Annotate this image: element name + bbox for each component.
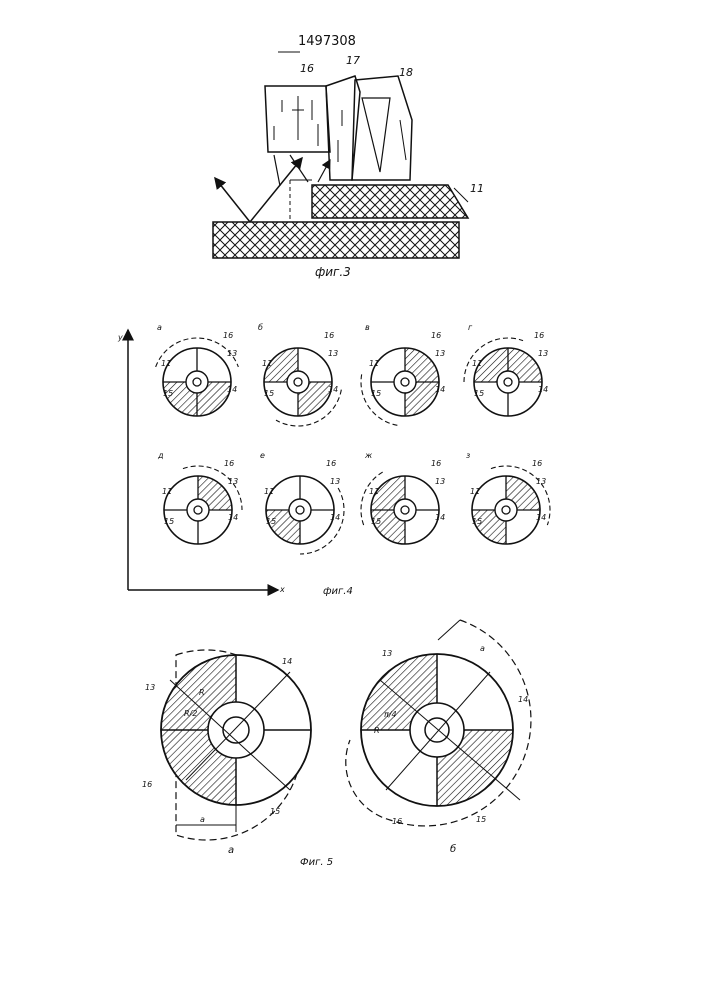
fig5b-dim-a: a <box>480 644 485 653</box>
fig4-panel-3: в 11 13 14 15 16 <box>361 323 445 425</box>
fig3-label-16: 16 <box>300 62 314 75</box>
fig4-label-16: 16 <box>534 331 544 340</box>
fig4-label-15: 15 <box>472 517 482 526</box>
fig4-label-16: 16 <box>431 331 441 340</box>
fig3-cutter-18 <box>352 76 412 180</box>
fig4-label-16: 16 <box>324 331 334 340</box>
fig4-panels: а 11 13 14 15 16 б 11 13 14 15 16 в 11 13 14 15 16 г 11 13 14… <box>156 323 550 554</box>
fig4-label-11: 11 <box>161 359 171 368</box>
fig3-label-17: 17 <box>346 54 360 67</box>
fig4-label-14: 14 <box>227 385 237 394</box>
fig4-label-16: 16 <box>532 459 542 468</box>
fig4-panel-5: д 11 13 14 15 16 <box>157 451 242 544</box>
fig4-panel-letter: д <box>157 451 164 460</box>
fig5b-label-13: 13 <box>382 649 392 658</box>
fig5a-label-16: 16 <box>142 780 152 789</box>
fig4-label-13: 13 <box>538 349 548 358</box>
fig4-label-11: 11 <box>369 487 379 496</box>
fig4-drawing: y x фиг.4 а 11 13 14 15 16 б 11 13 14 15 16 в 11 13 14 1… <box>117 323 550 597</box>
fig4-label-11: 11 <box>472 359 482 368</box>
fig4-panel-4: г 11 13 14 15 16 <box>464 323 548 416</box>
fig4-label-14: 14 <box>435 513 445 522</box>
fig4-label-11: 11 <box>262 359 272 368</box>
fig4-label-15: 15 <box>266 517 276 526</box>
fig4-label-15: 15 <box>164 517 174 526</box>
fig5b-label-14: 14 <box>518 695 528 704</box>
fig4-panel-8: з 11 13 14 15 16 <box>466 451 550 544</box>
fig4-label-13: 13 <box>435 477 445 486</box>
fig4-label-13: 13 <box>435 349 445 358</box>
fig4-label-15: 15 <box>474 389 484 398</box>
fig4-label-14: 14 <box>435 385 445 394</box>
fig5-right-disc: 13 14 15 16 a π/4 R б <box>346 620 531 855</box>
fig4-label-11: 11 <box>264 487 274 496</box>
fig4-label-13: 13 <box>328 349 338 358</box>
fig5b-r: R <box>374 726 380 735</box>
fig3-base-plate <box>213 222 459 258</box>
fig4-x-label: x <box>279 585 285 594</box>
fig4-panel-letter: з <box>466 451 470 460</box>
fig5-left-disc: 13 14 15 16 a R R/2 а <box>142 650 311 856</box>
fig4-label-15: 15 <box>371 517 381 526</box>
fig5a-label-14: 14 <box>282 657 292 666</box>
fig4-label-13: 13 <box>228 477 238 486</box>
fig4-label-13: 13 <box>227 349 237 358</box>
fig4-label-16: 16 <box>431 459 441 468</box>
fig4-label-11: 11 <box>369 359 379 368</box>
fig5a-label-15: 15 <box>270 807 280 816</box>
fig4-label-16: 16 <box>224 459 234 468</box>
fig4-caption: фиг.4 <box>323 586 353 597</box>
fig3-label-18: 18 <box>399 66 413 79</box>
fig5b-label-16: 16 <box>392 817 402 826</box>
fig5a-r-half: R/2 <box>184 709 197 718</box>
fig5a-label-13: 13 <box>145 683 155 692</box>
fig5a-letter: а <box>228 845 234 856</box>
fig3-drawing: 16 17 18 11 фиг.3 <box>213 52 484 279</box>
fig4-label-15: 15 <box>163 389 173 398</box>
fig3-workpiece <box>312 185 468 218</box>
fig4-panel-letter: ж <box>364 451 373 460</box>
fig4-label-16: 16 <box>326 459 336 468</box>
fig4-panel-letter: в <box>365 323 370 332</box>
fig4-panel-letter: б <box>258 323 263 332</box>
fig3-label-11: 11 <box>470 182 484 195</box>
fig4-label-13: 13 <box>536 477 546 486</box>
fig4-panel-letter: а <box>157 323 162 332</box>
fig4-label-13: 13 <box>330 477 340 486</box>
fig4-label-15: 15 <box>264 389 274 398</box>
fig4-label-14: 14 <box>330 513 340 522</box>
fig4-label-14: 14 <box>328 385 338 394</box>
fig5a-r: R <box>199 688 205 697</box>
fig4-label-15: 15 <box>371 389 381 398</box>
fig4-label-11: 11 <box>162 487 172 496</box>
fig4-label-14: 14 <box>538 385 548 394</box>
fig4-panel-letter: е <box>260 451 265 460</box>
fig4-panel-2: б 11 13 14 15 16 <box>258 323 341 426</box>
fig5b-label-15: 15 <box>476 815 486 824</box>
fig4-label-16: 16 <box>223 331 233 340</box>
fig3-caption: фиг.3 <box>315 265 351 279</box>
fig5b-pi4: π/4 <box>384 710 397 719</box>
fig4-panel-letter: г <box>468 323 473 332</box>
fig5-caption: Фиг. 5 <box>300 857 333 868</box>
fig4-panel-1: а 11 13 14 15 16 <box>156 323 239 416</box>
fig4-label-14: 14 <box>536 513 546 522</box>
fig5b-letter: б <box>450 843 456 855</box>
fig4-panel-7: ж 11 13 14 15 16 <box>361 451 445 544</box>
fig4-y-label: y <box>117 333 123 342</box>
fig5a-dim-a: a <box>200 815 205 824</box>
fig4-label-14: 14 <box>228 513 238 522</box>
fig4-label-11: 11 <box>470 487 480 496</box>
fig4-panel-6: е 11 13 14 15 16 <box>260 451 344 554</box>
